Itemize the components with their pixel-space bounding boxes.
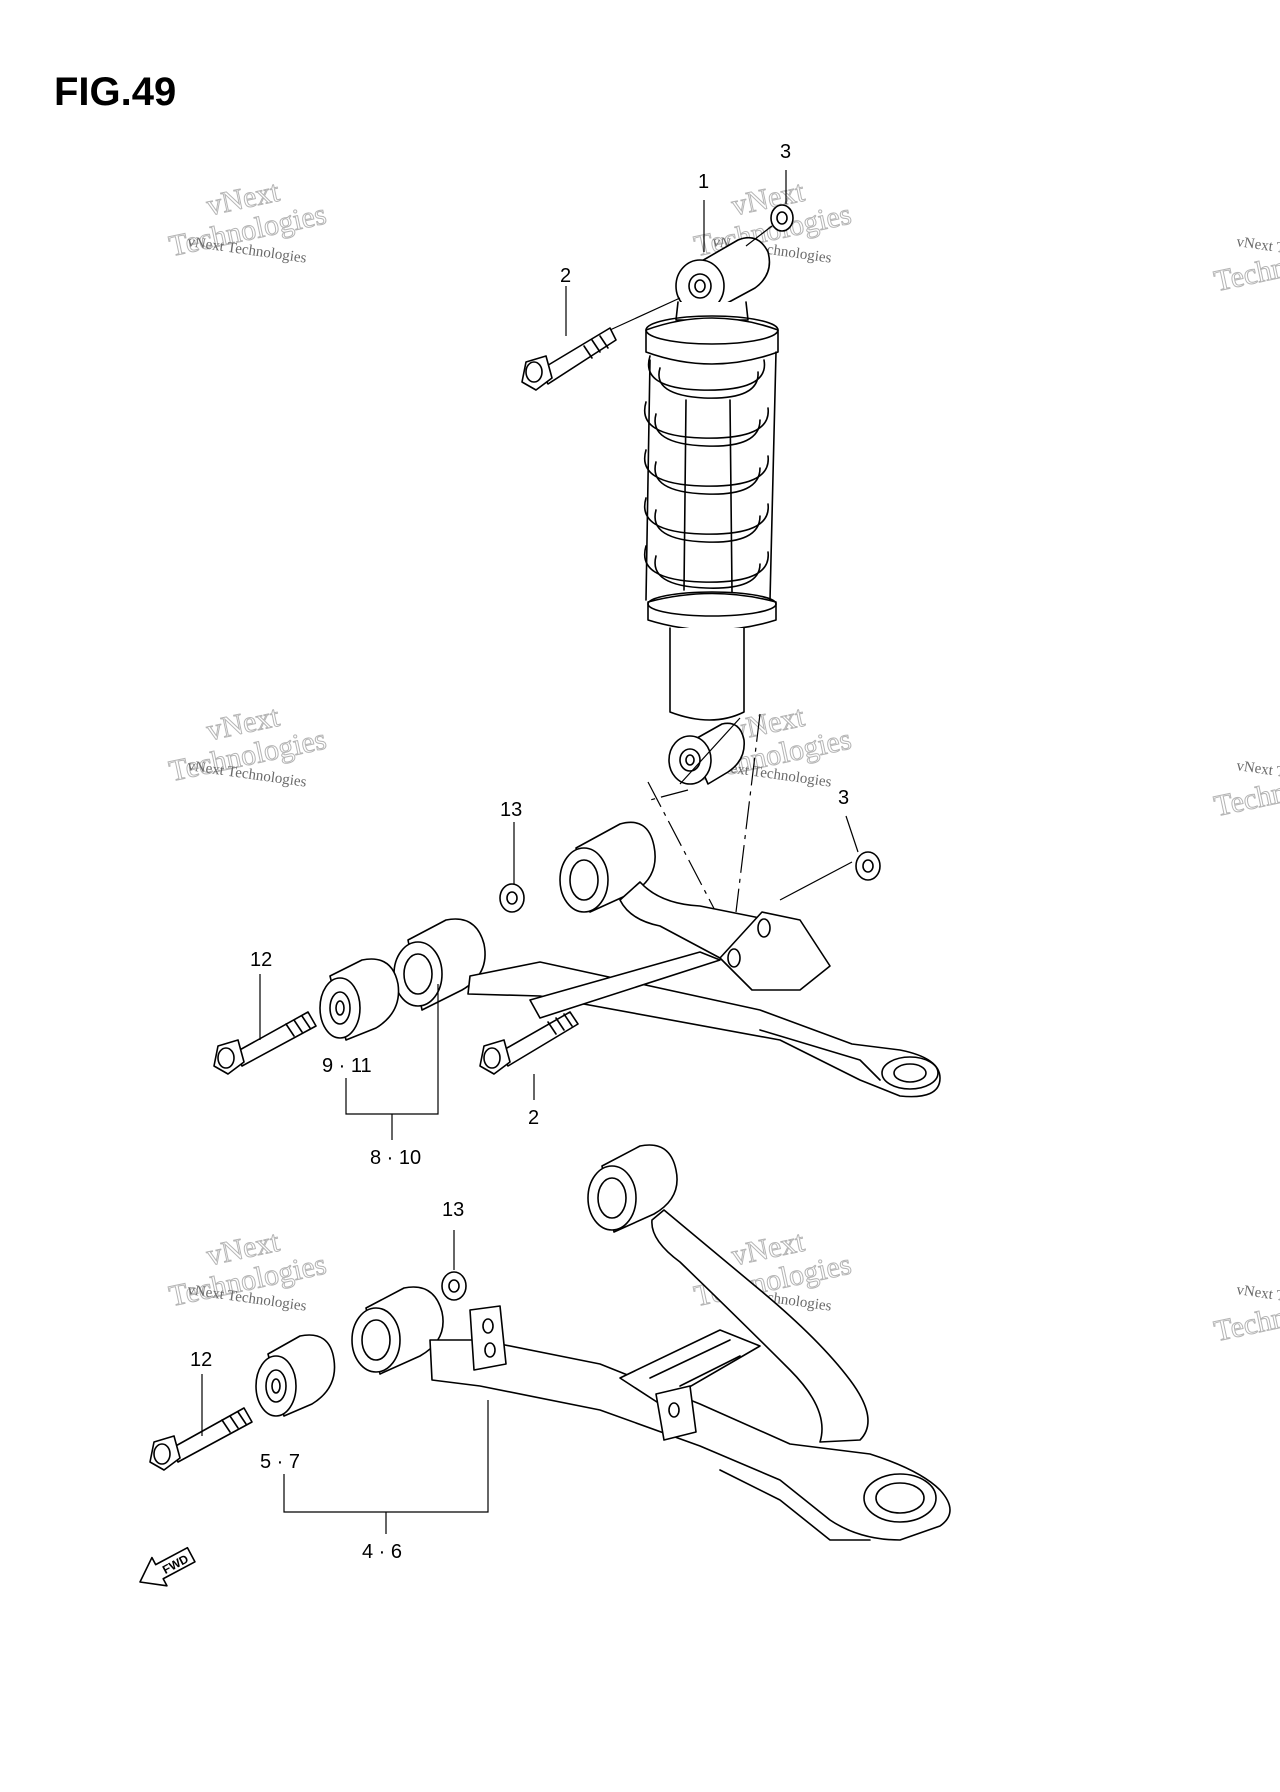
callout-12-lower: 12 [190,1349,212,1371]
upper-shock-bolt [521,297,681,391]
spring-coils [643,351,777,601]
lower-a-arm [351,1144,951,1541]
leader-lines [201,170,859,1436]
upper-nut [745,204,794,247]
callout-2-lower: 2 [528,1107,539,1129]
callout-8-10: 8 · 10 [370,1147,421,1169]
upper-a-arm [393,821,941,1098]
callout-12: 12 [250,949,272,971]
shock-lower-nut [779,851,881,901]
upper-arm-bolt [213,1011,317,1075]
callout-4-6: 4 · 6 [362,1541,402,1563]
figure-title: FIG.49 [54,70,177,114]
callout-13: 13 [500,799,522,821]
upper-arm-shock-bolt [479,1011,579,1075]
lower-arm-bushing [255,1334,336,1417]
callout-1: 1 [698,171,709,193]
lower-arm-bolt [149,1407,253,1471]
callout-bracket [345,984,439,1140]
callout-2: 2 [560,265,571,287]
callout-5-7: 5 · 7 [260,1451,300,1473]
upper-arm-bushing [319,958,400,1041]
watermark: vNext Technologies [691,174,855,263]
callouts: 1 2 3 3 13 12 9 · 11 2 8 · 10 13 12 5 · … [190,141,849,1563]
assembly-guide-lines [647,713,761,921]
callout-3: 3 [780,141,791,163]
callout-bracket [283,1400,489,1534]
shock-absorber [643,236,779,785]
callout-3-lower: 3 [838,787,849,809]
callout-9-11: 9 · 11 [322,1055,372,1077]
callout-13-lower: 13 [442,1199,464,1221]
upper-arm-nut [499,883,525,913]
forward-direction-arrow: FWD [139,1546,196,1587]
lower-arm-nut [441,1230,467,1301]
